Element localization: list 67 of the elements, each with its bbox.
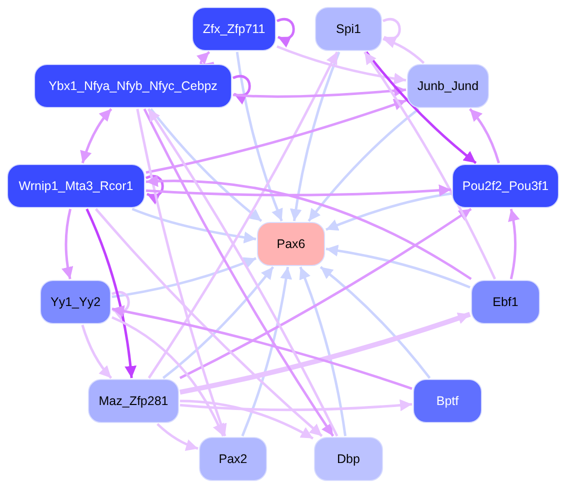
gene-node: [315, 7, 382, 51]
gene-node: [7, 164, 145, 208]
arrow: [308, 108, 420, 222]
node-label: Maz_Zfp281: [98, 394, 168, 408]
arrow: [136, 108, 227, 436]
arrow: [148, 51, 338, 379]
arrow: [508, 208, 520, 280]
gene-node: [34, 64, 232, 108]
arrow: [326, 192, 452, 231]
arrow: [86, 208, 136, 378]
node-label: Junb_Jund: [417, 79, 479, 93]
arrow: [241, 266, 292, 436]
arrow: [232, 84, 406, 98]
arrow: [112, 257, 256, 298]
arrow: [146, 184, 452, 196]
gene-node: [407, 64, 489, 108]
node-label: Bptf: [436, 394, 459, 408]
arrow: [62, 208, 74, 280]
arrow: [180, 399, 412, 412]
arrow: [299, 266, 347, 436]
arrow: [180, 400, 314, 440]
arrow: [179, 208, 472, 380]
arrow: [146, 175, 164, 204]
arrow: [112, 305, 412, 390]
arrow: [112, 291, 130, 320]
arrow: [146, 98, 406, 174]
arrow: [276, 18, 295, 46]
node-label: Ebf1: [492, 295, 518, 309]
arrow: [196, 51, 214, 66]
node-label: Wrnip1_Mta3_Rcor1: [18, 179, 134, 193]
arrow: [150, 108, 262, 222]
arrow: [236, 52, 283, 222]
node-label: Pou2f2_Pou3f1: [462, 179, 549, 193]
arrow: [94, 208, 323, 437]
node-label: Pax6: [276, 237, 306, 251]
gene-node: [471, 280, 540, 324]
arrow: [81, 324, 112, 379]
gene-node: [88, 379, 179, 423]
gene-node: [452, 164, 559, 208]
node-label: Spi1: [336, 22, 362, 36]
arrow: [468, 108, 500, 164]
node-label: Ybx1_Nfya_Nfyb_Nfyc_Cebpz: [48, 79, 218, 93]
arrow: [146, 175, 472, 280]
arrow: [80, 108, 112, 164]
arrow: [156, 423, 198, 451]
arrow: [320, 266, 431, 379]
arrow: [364, 51, 496, 280]
arrow: [326, 244, 470, 289]
gene-node: [257, 222, 325, 266]
gene-node: [192, 7, 276, 51]
arrow: [276, 45, 406, 84]
node-label: Yy1_Yy2: [50, 295, 101, 309]
node-label: Pax2: [218, 452, 248, 466]
arrow: [290, 52, 340, 222]
node-label: Zfx_Zfp711: [202, 22, 266, 36]
arrow: [132, 208, 256, 244]
node-label: Dbp: [337, 452, 360, 466]
gene-node: [40, 280, 111, 324]
arrow: [180, 312, 471, 395]
arrow: [382, 36, 425, 64]
arrow: [111, 316, 224, 437]
arrow: [232, 75, 251, 104]
gene-node: [413, 379, 482, 423]
gene-node: [199, 437, 267, 481]
arrow: [365, 51, 477, 164]
arrow: [162, 266, 274, 379]
gene-node: [314, 437, 383, 481]
